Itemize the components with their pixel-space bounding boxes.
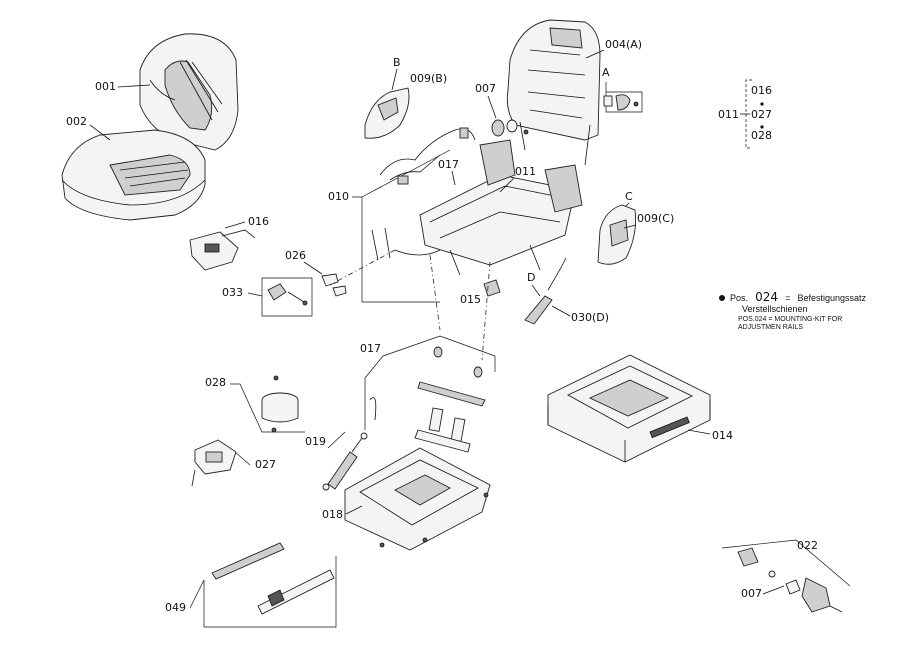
part-019-gas-spring [322, 432, 368, 491]
label-007-bottom: 007 [741, 587, 762, 600]
leader-018 [345, 505, 363, 515]
label-017-mid: 017 [360, 342, 381, 355]
part-007-knob [491, 119, 529, 137]
note-german-line-2: Verstellschienen [742, 304, 808, 314]
bracket-033 [247, 277, 313, 317]
label-017-top: 017 [438, 158, 459, 171]
bracket-028 [230, 383, 305, 433]
leader-009c [623, 224, 637, 229]
bracket-010 [352, 196, 440, 303]
label-026: 026 [285, 249, 306, 262]
label-009c: 009(C) [637, 212, 674, 225]
leader-014 [687, 429, 711, 435]
note-english-line-2: ADJUSTMEN RAILS [738, 324, 803, 331]
part-022-handwheel-assembly [737, 547, 843, 613]
label-028: 028 [205, 376, 226, 389]
note-line-1: Pos. 024 = Befestigungssatz [730, 286, 867, 305]
label-001: 001 [95, 80, 116, 93]
label-030d: 030(D) [571, 311, 609, 324]
kit-item-2: 027 [751, 108, 772, 121]
leader-001 [117, 84, 151, 88]
bracket-a [605, 82, 643, 113]
part-001-backrest-cushion [139, 33, 239, 151]
note-english-line-1: POS.024 = MOUNTING-KIT FOR [738, 316, 842, 323]
label-018: 018 [322, 508, 343, 521]
part-011-seat-adjust-frame [419, 139, 583, 276]
leader-016 [224, 221, 246, 229]
part-017-rail-kit [369, 346, 486, 453]
leader-027 [234, 451, 251, 466]
letter-b: B [393, 56, 401, 69]
leader-007-top [487, 95, 497, 119]
part-026-bolts [321, 273, 347, 297]
part-030d-lever [524, 257, 567, 325]
label-007-top: 007 [475, 82, 496, 95]
label-015: 015 [460, 293, 481, 306]
letter-c: C [625, 190, 633, 203]
label-016: 016 [248, 215, 269, 228]
label-019: 019 [305, 435, 326, 448]
label-022: 022 [797, 539, 818, 552]
kit-dot-2 [760, 125, 764, 129]
part-009b-side-cover [364, 87, 410, 139]
kit-item-1: 016 [751, 84, 772, 97]
note-bullet [719, 295, 725, 301]
label-011-center: 011 [515, 165, 536, 178]
part-018-base-plate [344, 447, 491, 551]
note-pos-number: 024 [755, 290, 778, 304]
leader-d [531, 284, 541, 297]
part-010-cable-harness [371, 127, 476, 261]
bracket-010-top [361, 149, 451, 198]
letter-d: D [527, 271, 535, 284]
kit-item-3: 028 [751, 129, 772, 142]
leader-017-top [451, 170, 456, 186]
part-049-slide-rails [211, 542, 335, 615]
leader-004a [585, 49, 605, 59]
dash-guide-2 [429, 254, 441, 331]
kit-group-bracket [745, 79, 752, 149]
label-014: 014 [712, 429, 733, 442]
part-015-block [483, 279, 501, 297]
label-010: 010 [328, 190, 349, 203]
leader-002 [89, 124, 111, 141]
mounting-kit-note: Pos. 024 = Befestigungssatz Verstellschi… [719, 286, 867, 331]
note-equals: = [785, 293, 790, 303]
label-033: 033 [222, 286, 243, 299]
dash-guide-1 [329, 249, 396, 286]
letter-a: A [602, 66, 610, 79]
part-016-switch [189, 229, 256, 271]
leader-026 [303, 261, 323, 275]
leader-030d [551, 305, 571, 317]
leader-011-center [499, 177, 515, 193]
kit-dot-1 [760, 102, 764, 106]
leader-b [391, 68, 398, 91]
part-009c-side-cover [597, 204, 637, 265]
label-009b: 009(B) [410, 72, 447, 85]
bracket-017-mid [364, 335, 496, 430]
part-014-suspension-base [547, 354, 711, 463]
part-033-lever-kit [267, 283, 308, 306]
part-027-bracket [191, 439, 237, 487]
label-049: 049 [165, 601, 186, 614]
label-002: 002 [66, 115, 87, 128]
label-011-right: 011 [718, 108, 739, 121]
note-german-line-1: Befestigungssatz [797, 293, 866, 303]
bracket-049 [189, 556, 337, 628]
leader-019 [327, 431, 346, 449]
note-pos-prefix: Pos. [730, 293, 748, 303]
dash-guide-3 [481, 261, 491, 361]
label-027: 027 [255, 458, 276, 471]
part-002-seat-cushion [61, 129, 206, 221]
part-a-handwheel [603, 94, 639, 111]
part-004-backrest-frame [506, 19, 601, 166]
label-004a: 004(A) [605, 38, 642, 51]
leader-007-bottom [762, 585, 785, 595]
part-028-motor [261, 375, 299, 433]
bracket-022 [721, 539, 851, 587]
